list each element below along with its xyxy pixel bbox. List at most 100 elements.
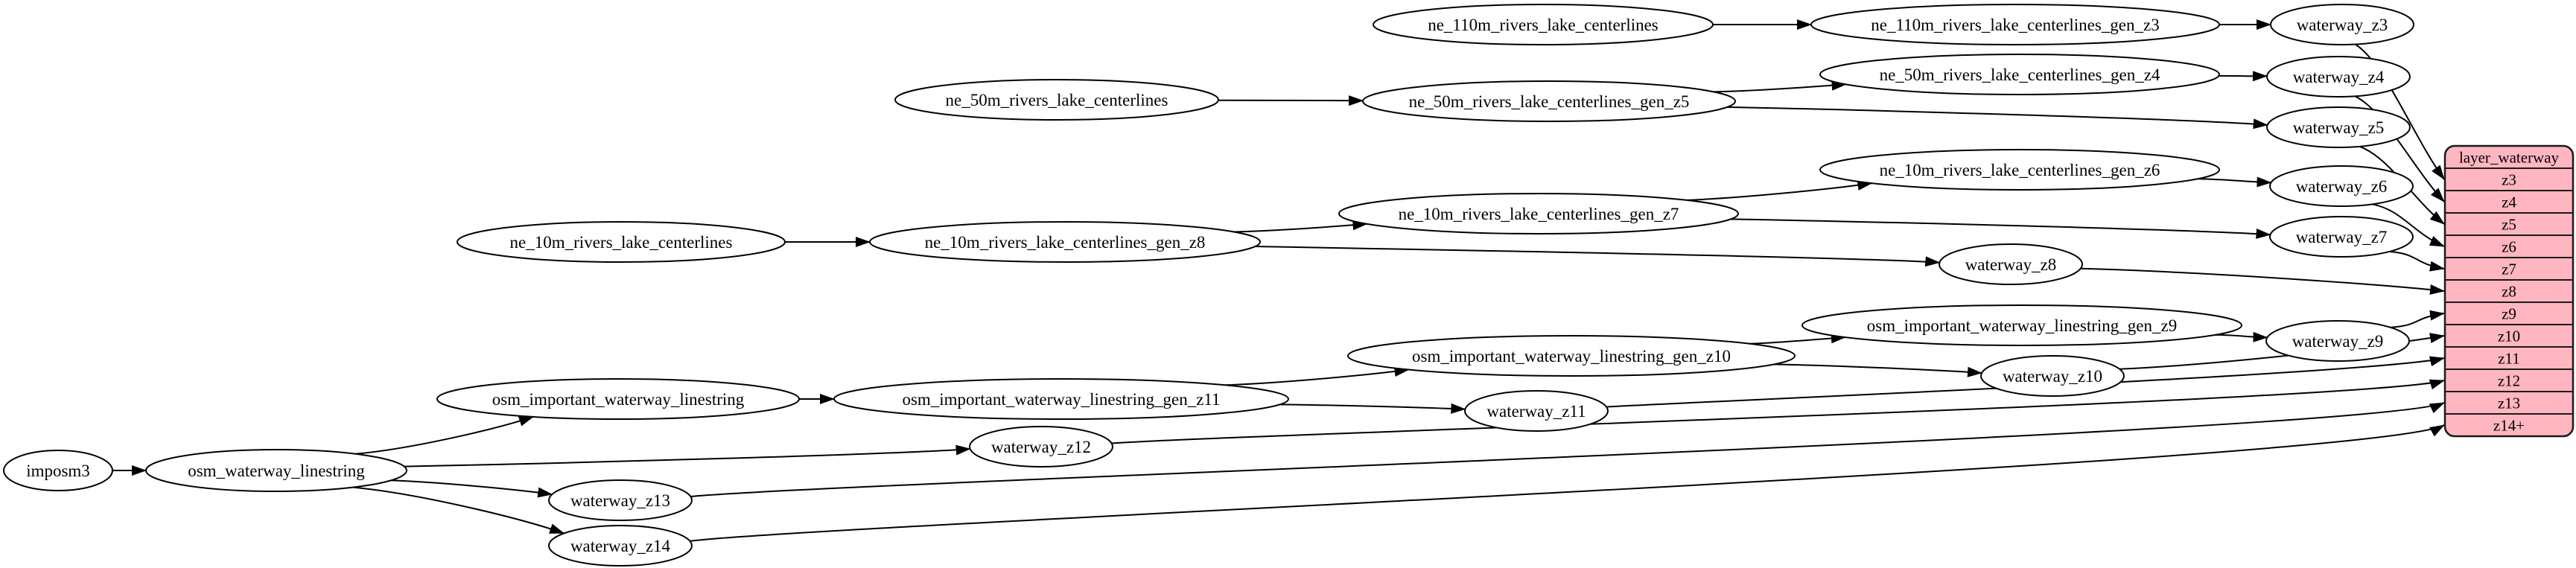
edge-waterway_z13-to-layer_waterway-z13 — [690, 402, 2445, 497]
node-waterway_z6: waterway_z6 — [2269, 165, 2414, 207]
node-shape-waterway_z5 — [2266, 106, 2411, 148]
record-row-z7: z7 — [2502, 260, 2516, 278]
edge-ne_10m_rivers_lake_centerlines_gen_z8-to-waterway_z8 — [1255, 246, 1941, 267]
edge-osm_waterway_linestring-to-waterway_z13 — [390, 479, 553, 498]
edge-osm_important_waterway_linestring_gen_z11-to-osm_important_waterway_linestring_gen_z10 — [1225, 366, 1410, 386]
node-ne_50m_rivers_lake_centerlines_gen_z5: ne_50m_rivers_lake_centerlines_gen_z5 — [1362, 80, 1736, 122]
node-waterway_z4: waterway_z4 — [2266, 56, 2411, 98]
node-shape-imposm3 — [3, 450, 113, 491]
node-label-ne_110m_rivers_lake_centerlines_gen_z3: ne_110m_rivers_lake_centerlines_gen_z3 — [1871, 16, 2159, 34]
node-shape-ne_50m_rivers_lake_centerlines — [894, 79, 1219, 121]
edges-layer — [112, 19, 2445, 542]
node-ne_110m_rivers_lake_centerlines: ne_110m_rivers_lake_centerlines — [1373, 4, 1714, 45]
node-osm_important_waterway_linestring_gen_z10: osm_important_waterway_linestring_gen_z1… — [1347, 335, 1796, 377]
node-waterway_z7: waterway_z7 — [2269, 216, 2414, 258]
node-ne_110m_rivers_lake_centerlines_gen_z3: ne_110m_rivers_lake_centerlines_gen_z3 — [1810, 4, 2220, 45]
node-label-waterway_z5: waterway_z5 — [2293, 118, 2385, 137]
edge-waterway_z4-to-layer_waterway-z4 — [2354, 95, 2445, 202]
node-shape-ne_10m_rivers_lake_centerlines — [457, 221, 786, 263]
edge-ne_10m_rivers_lake_centerlines_gen_z7-to-waterway_z7 — [1730, 218, 2271, 239]
node-shape-waterway_z10 — [1980, 355, 2125, 397]
edge-waterway_z3-to-layer_waterway-z3 — [2355, 43, 2445, 180]
node-waterway_z12: waterway_z12 — [969, 426, 1113, 468]
node-label-ne_10m_rivers_lake_centerlines: ne_10m_rivers_lake_centerlines — [510, 233, 733, 252]
node-shape-osm_important_waterway_linestring_gen_z10 — [1347, 335, 1796, 377]
node-waterway_z14: waterway_z14 — [548, 525, 693, 567]
record-row-z10: z10 — [2498, 327, 2520, 345]
node-shape-ne_10m_rivers_lake_centerlines_gen_z6 — [1819, 149, 2220, 191]
node-shape-osm_important_waterway_linestring_gen_z9 — [1801, 304, 2242, 346]
node-shape-ne_50m_rivers_lake_centerlines_gen_z5 — [1362, 80, 1736, 122]
record-row-z14+: z14+ — [2493, 416, 2525, 434]
edge-osm_waterway_linestring-to-waterway_z14 — [353, 486, 565, 535]
node-shape-ne_50m_rivers_lake_centerlines_gen_z4 — [1819, 54, 2220, 95]
node-ne_10m_rivers_lake_centerlines: ne_10m_rivers_lake_centerlines — [457, 221, 786, 263]
node-osm_waterway_linestring: osm_waterway_linestring — [145, 449, 407, 492]
record-row-z8: z8 — [2502, 282, 2516, 300]
edge-waterway_z6-to-layer_waterway-z6 — [2372, 203, 2445, 247]
record-layer_waterway: layer_waterwayz3z4z5z6z7z8z9z10z11z12z13… — [2443, 144, 2575, 438]
node-shape-ne_10m_rivers_lake_centerlines_gen_z8 — [869, 221, 1261, 263]
node-label-ne_50m_rivers_lake_centerlines: ne_50m_rivers_lake_centerlines — [946, 91, 1168, 109]
record-row-z13: z13 — [2498, 394, 2520, 412]
node-shape-waterway_z7 — [2269, 216, 2414, 258]
edge-osm_important_waterway_linestring_gen_z10-to-osm_important_waterway_linestring_gen_z9 — [1749, 333, 1846, 345]
edge-waterway_z12-to-layer_waterway-z12 — [1111, 379, 2445, 444]
edge-osm_important_waterway_linestring_gen_z11-to-waterway_z11 — [1279, 403, 1466, 414]
node-label-ne_10m_rivers_lake_centerlines_gen_z8: ne_10m_rivers_lake_centerlines_gen_z8 — [925, 233, 1206, 252]
node-shape-waterway_z8 — [1939, 243, 2083, 285]
node-osm_important_waterway_linestring: osm_important_waterway_linestring — [436, 378, 800, 420]
node-shape-waterway_z9 — [2265, 320, 2410, 362]
node-label-osm_important_waterway_linestring_gen_z10: osm_important_waterway_linestring_gen_z1… — [1412, 347, 1731, 366]
node-ne_10m_rivers_lake_centerlines_gen_z7: ne_10m_rivers_lake_centerlines_gen_z7 — [1338, 193, 1739, 234]
node-label-ne_10m_rivers_lake_centerlines_gen_z7: ne_10m_rivers_lake_centerlines_gen_z7 — [1399, 205, 1679, 223]
node-waterway_z5: waterway_z5 — [2266, 106, 2411, 148]
node-label-waterway_z4: waterway_z4 — [2293, 68, 2385, 86]
node-waterway_z10: waterway_z10 — [1980, 355, 2125, 397]
record-row-z4: z4 — [2502, 193, 2516, 211]
edge-ne_50m_rivers_lake_centerlines_gen_z5-to-waterway_z5 — [1727, 106, 2268, 130]
node-osm_important_waterway_linestring_gen_z9: osm_important_waterway_linestring_gen_z9 — [1801, 304, 2242, 346]
node-label-waterway_z6: waterway_z6 — [2296, 177, 2388, 196]
edge-osm_waterway_linestring-to-osm_important_waterway_linestring — [355, 415, 534, 455]
node-shape-ne_110m_rivers_lake_centerlines_gen_z3 — [1810, 4, 2220, 45]
node-waterway_z3: waterway_z3 — [2270, 4, 2414, 45]
node-label-waterway_z12: waterway_z12 — [991, 438, 1091, 456]
node-waterway_z9: waterway_z9 — [2265, 320, 2410, 362]
node-ne_50m_rivers_lake_centerlines_gen_z4: ne_50m_rivers_lake_centerlines_gen_z4 — [1819, 54, 2220, 95]
record-row-z6: z6 — [2502, 237, 2516, 255]
node-waterway_z13: waterway_z13 — [548, 479, 693, 521]
node-label-waterway_z3: waterway_z3 — [2297, 16, 2388, 34]
record-title: layer_waterway — [2459, 148, 2560, 166]
node-label-waterway_z11: waterway_z11 — [1486, 402, 1586, 421]
node-label-waterway_z10: waterway_z10 — [2003, 367, 2102, 386]
edge-osm_waterway_linestring-to-waterway_z12 — [404, 444, 971, 468]
node-shape-waterway_z12 — [969, 426, 1113, 468]
node-shape-waterway_z13 — [548, 479, 693, 521]
node-label-ne_110m_rivers_lake_centerlines: ne_110m_rivers_lake_centerlines — [1428, 16, 1659, 34]
node-shape-waterway_z11 — [1464, 390, 1609, 432]
node-imposm3: imposm3 — [3, 450, 113, 491]
edge-ne_10m_rivers_lake_centerlines_gen_z8-to-ne_10m_rivers_lake_centerlines_gen_z7 — [1233, 220, 1368, 233]
node-label-waterway_z14: waterway_z14 — [570, 537, 671, 555]
record-row-z5: z5 — [2502, 215, 2516, 233]
node-label-ne_50m_rivers_lake_centerlines_gen_z5: ne_50m_rivers_lake_centerlines_gen_z5 — [1409, 92, 1690, 111]
node-shape-osm_important_waterway_linestring_gen_z11 — [833, 378, 1289, 420]
edge-ne_10m_rivers_lake_centerlines_gen_z6-to-waterway_z6 — [2198, 176, 2272, 188]
node-label-ne_10m_rivers_lake_centerlines_gen_z6: ne_10m_rivers_lake_centerlines_gen_z6 — [1880, 161, 2160, 179]
record-shape — [2443, 144, 2575, 438]
edge-ne_50m_rivers_lake_centerlines_gen_z5-to-ne_50m_rivers_lake_centerlines_gen_z4 — [1714, 80, 1847, 93]
edge-osm_important_waterway_linestring_gen_z10-to-waterway_z10 — [1774, 363, 1982, 377]
edge-waterway_z14-to-layer_waterway-z14+ — [690, 424, 2445, 542]
edge-waterway_z9-to-layer_waterway-z9 — [2390, 310, 2445, 328]
node-label-ne_50m_rivers_lake_centerlines_gen_z4: ne_50m_rivers_lake_centerlines_gen_z4 — [1880, 66, 2160, 84]
node-label-osm_important_waterway_linestring_gen_z9: osm_important_waterway_linestring_gen_z9 — [1867, 316, 2177, 335]
edge-waterway_z8-to-layer_waterway-z8 — [2080, 267, 2445, 295]
record-row-z11: z11 — [2498, 349, 2520, 367]
node-shape-osm_waterway_linestring — [145, 449, 407, 492]
edge-ne_50m_rivers_lake_centerlines-to-ne_50m_rivers_lake_centerlines_gen_z5 — [1218, 95, 1364, 106]
node-shape-waterway_z14 — [548, 525, 693, 567]
edge-ne_10m_rivers_lake_centerlines_gen_z7-to-ne_10m_rivers_lake_centerlines_gen_z6 — [1686, 179, 1873, 201]
